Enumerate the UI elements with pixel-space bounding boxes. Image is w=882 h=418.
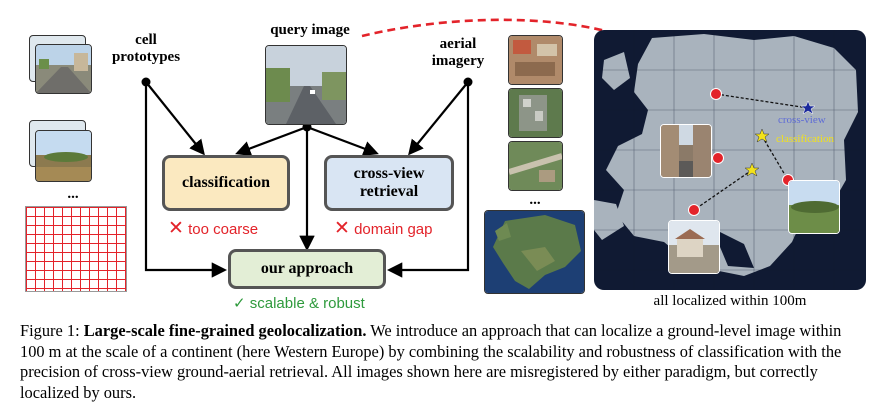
- aerial-image-1: [508, 35, 563, 85]
- caption-prefix: Figure 1:: [20, 321, 84, 340]
- aerial-europe-image: [484, 210, 585, 294]
- aerial-to-our-arrow: [386, 82, 470, 278]
- cross-view-dotted-line: [715, 93, 809, 109]
- location-marker: [688, 204, 700, 216]
- query-to-classification-arrow: [235, 125, 308, 156]
- query-image: [265, 45, 347, 125]
- cross-view-map-label: cross-view: [778, 114, 826, 126]
- figure: ... cell prototypes query image aerial i…: [25, 18, 866, 312]
- caption-body: We introduce an approach that can locali…: [20, 321, 842, 402]
- our-approach-box: our approach: [228, 249, 386, 289]
- aerial-ellipsis: ...: [529, 192, 541, 208]
- classification-star-icon: [754, 128, 770, 143]
- cross-icon: ✕: [168, 218, 184, 239]
- classification-dotted-line-2: [693, 169, 753, 211]
- cross-view-star-icon: [800, 100, 816, 115]
- cell-street-image: [35, 44, 92, 94]
- figure-caption: Figure 1: Large-scale fine-grained geolo…: [20, 321, 865, 403]
- cell-prototypes-label: cell prototypes: [111, 32, 181, 65]
- cross-view-box-label: cross-view retrieval: [353, 165, 425, 200]
- localized-label: all localized within 100m: [653, 293, 807, 309]
- classification-map-label: classification: [776, 133, 835, 145]
- scalable-text: scalable & robust: [249, 295, 365, 312]
- domain-gap-note: ✕ domain gap: [334, 217, 433, 240]
- check-icon: ✓: [233, 295, 246, 312]
- europe-map-svg: [594, 30, 866, 290]
- scalable-note: ✓ scalable & robust: [233, 294, 365, 312]
- aerial-image-3: [508, 141, 563, 191]
- too-coarse-note: ✕ too coarse: [168, 217, 258, 240]
- classification-star-icon: [744, 162, 760, 177]
- arrows-layer: [141, 18, 711, 278]
- cross-view-retrieval-box: cross-view retrieval: [324, 155, 454, 211]
- cell-grid: [25, 206, 127, 292]
- cell-to-our-arrow: [144, 82, 228, 278]
- classification-dotted-line-1: [761, 135, 789, 181]
- too-coarse-text: too coarse: [188, 221, 259, 238]
- aerial-imagery-label: aerial imagery: [431, 36, 485, 69]
- our-approach-box-label: our approach: [260, 260, 354, 277]
- cell-ellipsis: ...: [67, 186, 79, 202]
- map-photo-house: [668, 220, 720, 274]
- europe-map: cross-view classification: [594, 30, 866, 290]
- cell-countryside-image: [35, 130, 92, 182]
- classification-box: classification: [162, 155, 290, 211]
- cell-to-classification-arrow: [145, 81, 205, 156]
- query-image-label: query image: [270, 22, 350, 38]
- location-marker: [712, 152, 724, 164]
- cross-icon: ✕: [334, 218, 350, 239]
- caption-title: Large-scale fine-grained geolocalization…: [83, 321, 367, 340]
- aerial-to-crossview-arrow: [408, 81, 469, 156]
- map-photo-street: [660, 124, 712, 178]
- domain-gap-text: domain gap: [354, 221, 433, 238]
- location-marker: [710, 88, 722, 100]
- classification-box-label: classification: [182, 174, 270, 191]
- aerial-image-2: [508, 88, 563, 138]
- query-to-crossview-arrow: [306, 125, 379, 156]
- map-photo-hills: [788, 180, 840, 234]
- query-to-map-dashed-arrow: [361, 18, 711, 89]
